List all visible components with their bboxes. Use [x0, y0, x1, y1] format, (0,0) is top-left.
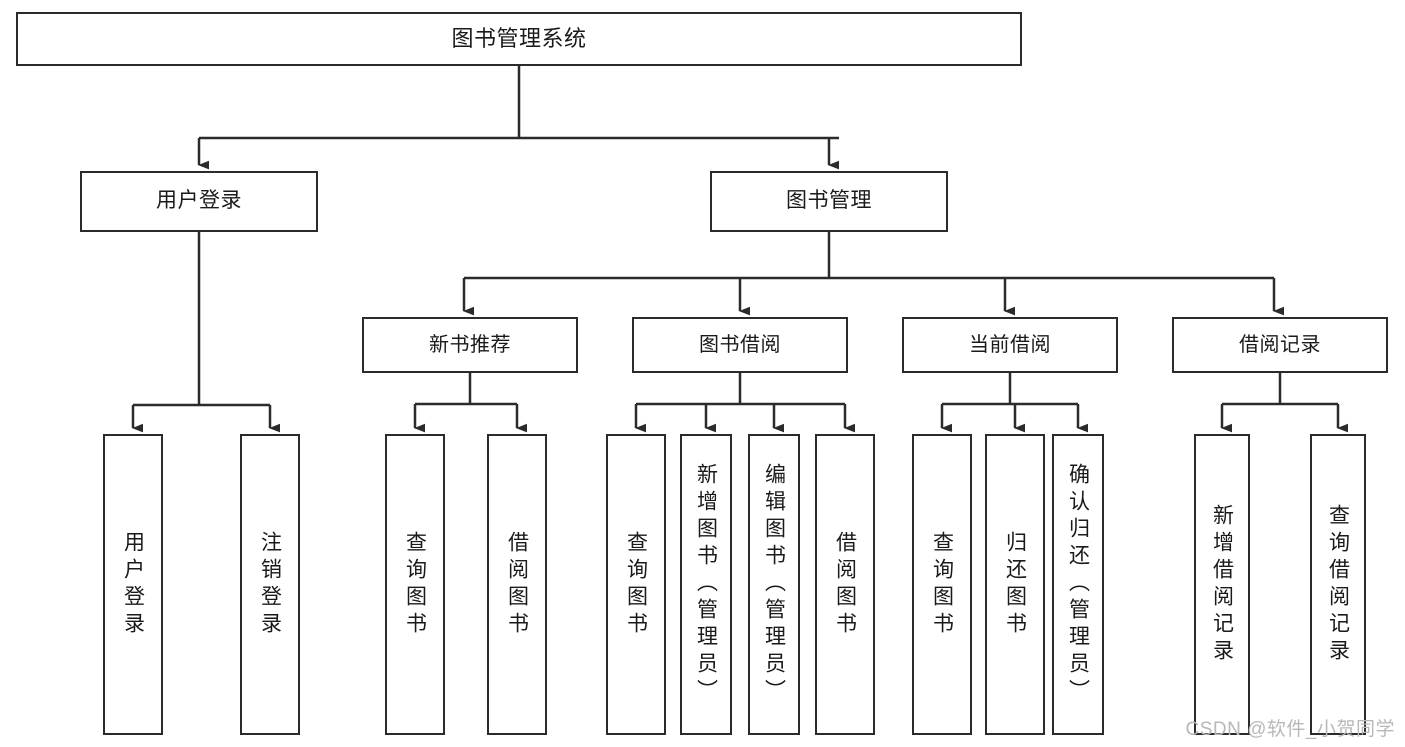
- node-book-manage-label: 图书管理: [786, 189, 872, 213]
- node-leaf-confirm-return[interactable]: 确认归还（管理员）: [1052, 434, 1104, 735]
- node-leaf-add-book-label: 新增图书（管理员）: [694, 463, 718, 706]
- node-leaf-query-record[interactable]: 查询借阅记录: [1310, 434, 1366, 735]
- node-leaf-user-logout[interactable]: 注销登录: [240, 434, 300, 735]
- node-leaf-return-book-label: 归还图书: [1003, 530, 1027, 639]
- node-leaf-borrow-book-2[interactable]: 借阅图书: [815, 434, 875, 735]
- node-leaf-user-login[interactable]: 用户登录: [103, 434, 163, 735]
- node-leaf-confirm-return-label: 确认归还（管理员）: [1066, 463, 1090, 706]
- node-leaf-add-record[interactable]: 新增借阅记录: [1194, 434, 1250, 735]
- node-leaf-user-login-label: 用户登录: [121, 530, 145, 639]
- node-leaf-query-book-1[interactable]: 查询图书: [385, 434, 445, 735]
- node-leaf-query-book-3-label: 查询图书: [930, 530, 954, 639]
- node-leaf-add-record-label: 新增借阅记录: [1210, 503, 1234, 666]
- node-root[interactable]: 图书管理系统: [16, 12, 1022, 66]
- node-leaf-edit-book[interactable]: 编辑图书（管理员）: [748, 434, 800, 735]
- node-leaf-query-book-2[interactable]: 查询图书: [606, 434, 666, 735]
- node-new-book-recommend[interactable]: 新书推荐: [362, 317, 578, 373]
- node-leaf-borrow-book-1[interactable]: 借阅图书: [487, 434, 547, 735]
- node-leaf-borrow-book-1-label: 借阅图书: [505, 530, 529, 639]
- node-borrow-record-label: 借阅记录: [1239, 333, 1321, 356]
- node-borrow-record[interactable]: 借阅记录: [1172, 317, 1388, 373]
- node-book-borrow-label: 图书借阅: [699, 333, 781, 356]
- node-leaf-add-book[interactable]: 新增图书（管理员）: [680, 434, 732, 735]
- node-book-borrow[interactable]: 图书借阅: [632, 317, 848, 373]
- node-leaf-query-record-label: 查询借阅记录: [1326, 503, 1350, 666]
- node-leaf-query-book-1-label: 查询图书: [403, 530, 427, 639]
- node-user-login[interactable]: 用户登录: [80, 171, 318, 232]
- node-user-login-label: 用户登录: [156, 189, 242, 213]
- watermark: CSDN @软件_小贺同学: [1185, 719, 1395, 740]
- node-leaf-query-book-3[interactable]: 查询图书: [912, 434, 972, 735]
- node-book-manage[interactable]: 图书管理: [710, 171, 948, 232]
- node-leaf-query-book-2-label: 查询图书: [624, 530, 648, 639]
- node-current-borrow-label: 当前借阅: [969, 333, 1051, 356]
- node-leaf-edit-book-label: 编辑图书（管理员）: [762, 463, 786, 706]
- node-current-borrow[interactable]: 当前借阅: [902, 317, 1118, 373]
- node-leaf-user-logout-label: 注销登录: [258, 530, 282, 639]
- node-leaf-return-book[interactable]: 归还图书: [985, 434, 1045, 735]
- node-new-book-recommend-label: 新书推荐: [429, 333, 511, 356]
- node-leaf-borrow-book-2-label: 借阅图书: [833, 530, 857, 639]
- node-root-label: 图书管理系统: [451, 26, 587, 52]
